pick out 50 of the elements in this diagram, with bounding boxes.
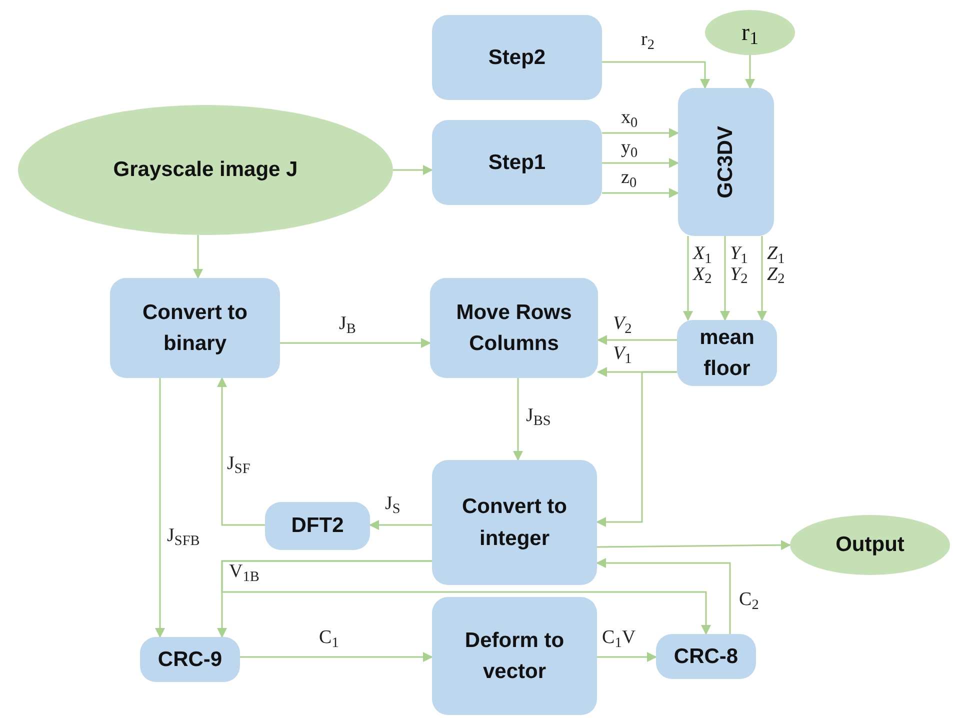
ellipse-node: r$_{1}$	[705, 10, 795, 55]
arrow	[369, 520, 432, 530]
edge-label: J$_{SF}$	[226, 454, 252, 475]
process-box: Convert to binary	[110, 278, 280, 378]
edge-label: C$_{1}$	[318, 628, 340, 649]
arrow	[513, 378, 523, 461]
process-box: mean floor	[677, 320, 777, 386]
process-box: Step1	[432, 120, 602, 205]
arrow	[602, 188, 679, 198]
edge-label: V$_{1}$	[612, 344, 633, 365]
arrow	[155, 378, 165, 638]
arrow	[720, 236, 730, 321]
process-box: Step2	[432, 15, 602, 100]
process-box: GC3DV	[678, 88, 774, 236]
arrow	[602, 158, 679, 168]
process-box: CRC-8	[656, 634, 756, 679]
edge-label: Z$_{1}$ Z$_{2}$	[766, 244, 786, 286]
edge-label: V$_{1B}$	[228, 562, 260, 583]
process-box: CRC-9	[140, 637, 240, 682]
edge-label: V$_{2}$	[612, 314, 633, 335]
edge-label: X$_{1}$ X$_{2}$	[692, 244, 713, 286]
arrow	[193, 235, 203, 279]
edge-label: J$_{B}$	[338, 314, 357, 335]
arrow	[221, 560, 711, 635]
edge-label: Y$_{1}$ Y$_{2}$	[729, 244, 749, 286]
arrow	[683, 236, 693, 321]
edge-label: J$_{S}$	[384, 494, 402, 515]
arrow	[757, 236, 767, 321]
arrow	[597, 540, 791, 550]
arrow	[217, 377, 265, 526]
process-box: Move Rows Columns	[430, 278, 598, 378]
arrow	[596, 371, 677, 527]
ellipse-node: Grayscale image J	[18, 105, 393, 235]
arrow	[240, 652, 433, 662]
edge-label: C$_{2}$	[738, 590, 760, 611]
edge-label: J$_{BS}$	[525, 406, 552, 427]
arrow	[597, 335, 677, 345]
process-box: DFT2	[265, 502, 370, 550]
process-box: Deform to vector	[432, 597, 597, 715]
process-box: Convert to integer	[432, 460, 597, 585]
arrow	[602, 61, 710, 89]
arrow	[602, 128, 679, 138]
arrow	[596, 558, 731, 634]
ellipse-node: Output	[790, 515, 950, 575]
arrow	[597, 652, 657, 662]
arrow	[393, 165, 433, 175]
arrow	[280, 338, 431, 348]
edge-label: J$_{SFB}$	[166, 526, 201, 547]
arrow	[745, 55, 755, 89]
edge-label: C$_{1}$V	[601, 628, 637, 649]
